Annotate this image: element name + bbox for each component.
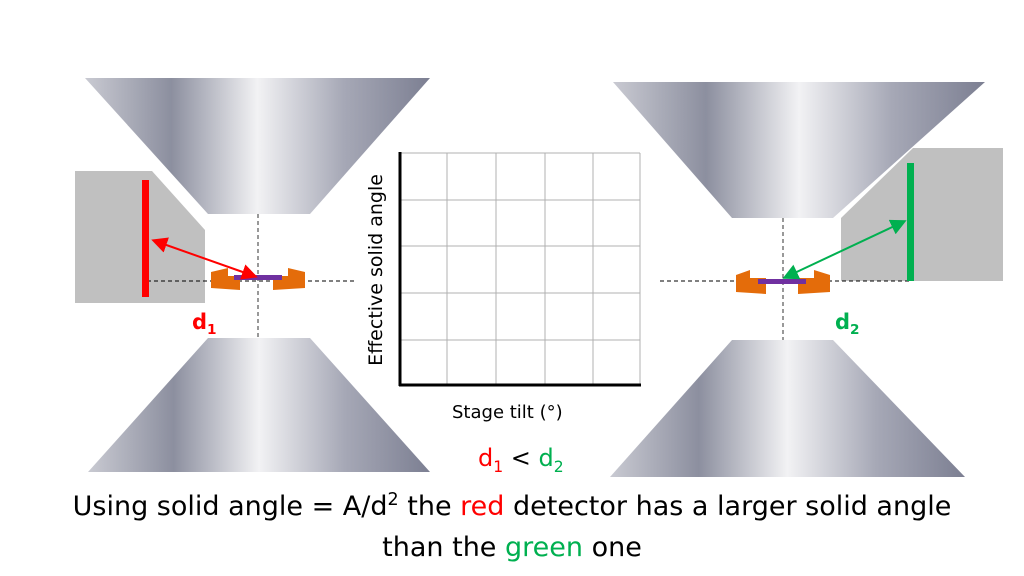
- right-setup: [610, 82, 1003, 477]
- upper-pole-piece: [85, 78, 430, 214]
- distance-arrow-d2: [782, 219, 907, 280]
- lower-pole-piece: [610, 340, 965, 477]
- upper-pole-piece: [613, 82, 985, 218]
- distance-comparison: d1 < d2: [478, 444, 564, 476]
- y-axis-label: Effective solid angle: [365, 174, 387, 366]
- plot-grid: [400, 152, 641, 385]
- red-detector: [142, 180, 149, 297]
- lower-pole-piece: [88, 338, 430, 472]
- green-detector: [907, 163, 914, 281]
- d2-label: d2: [835, 310, 860, 339]
- d1-label: d1: [192, 310, 217, 339]
- left-setup: [75, 78, 430, 472]
- x-axis-label: Stage tilt (°): [452, 402, 563, 423]
- sample: [758, 279, 806, 284]
- empty-plot: [398, 152, 641, 387]
- caption-line-1: Using solid angle = A/d2 the red detecto…: [72, 490, 952, 522]
- detector-housing: [75, 171, 205, 303]
- sample: [234, 275, 282, 280]
- distance-arrow-d1: [151, 237, 258, 280]
- caption-line-2: than the green one: [382, 532, 642, 563]
